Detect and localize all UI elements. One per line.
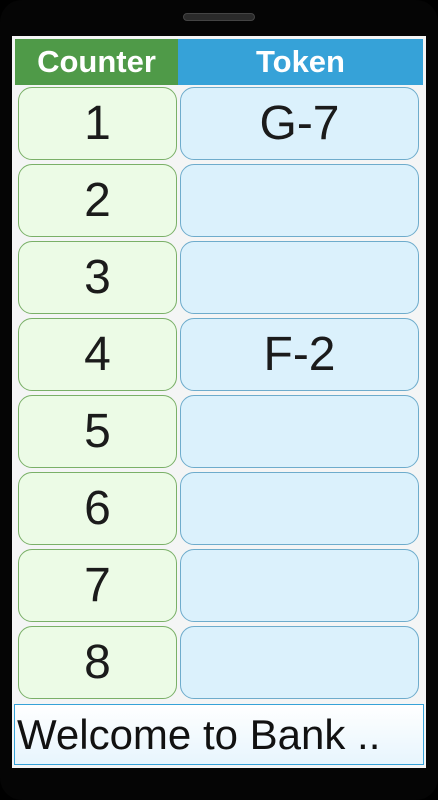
speaker-grille [183,13,255,21]
table-row: 5 [12,395,426,472]
token-cell [180,549,419,622]
token-cell: F-2 [180,318,419,391]
counter-cell: 6 [18,472,177,545]
table-row: 8 [12,626,426,703]
token-table: 1 G-7 2 3 4 F-2 5 6 [12,87,426,703]
token-column-header: Token [178,39,423,85]
table-row: 2 [12,164,426,241]
counter-cell: 8 [18,626,177,699]
welcome-marquee: Welcome to Bank .. [14,704,424,765]
token-cell [180,241,419,314]
token-cell [180,626,419,699]
counter-cell: 4 [18,318,177,391]
counter-cell: 3 [18,241,177,314]
counter-cell: 5 [18,395,177,468]
table-row: 7 [12,549,426,626]
counter-cell: 1 [18,87,177,160]
counter-cell: 2 [18,164,177,237]
marquee-text: Welcome to Bank .. [17,710,381,758]
table-header: Counter Token [15,39,423,85]
table-row: 4 F-2 [12,318,426,395]
counter-cell: 7 [18,549,177,622]
counter-column-header: Counter [15,39,178,85]
screen: Counter Token 1 G-7 2 3 4 F-2 5 [12,36,426,768]
token-cell [180,472,419,545]
token-cell [180,164,419,237]
table-row: 1 G-7 [12,87,426,164]
table-row: 3 [12,241,426,318]
token-cell [180,395,419,468]
token-cell: G-7 [180,87,419,160]
table-row: 6 [12,472,426,549]
